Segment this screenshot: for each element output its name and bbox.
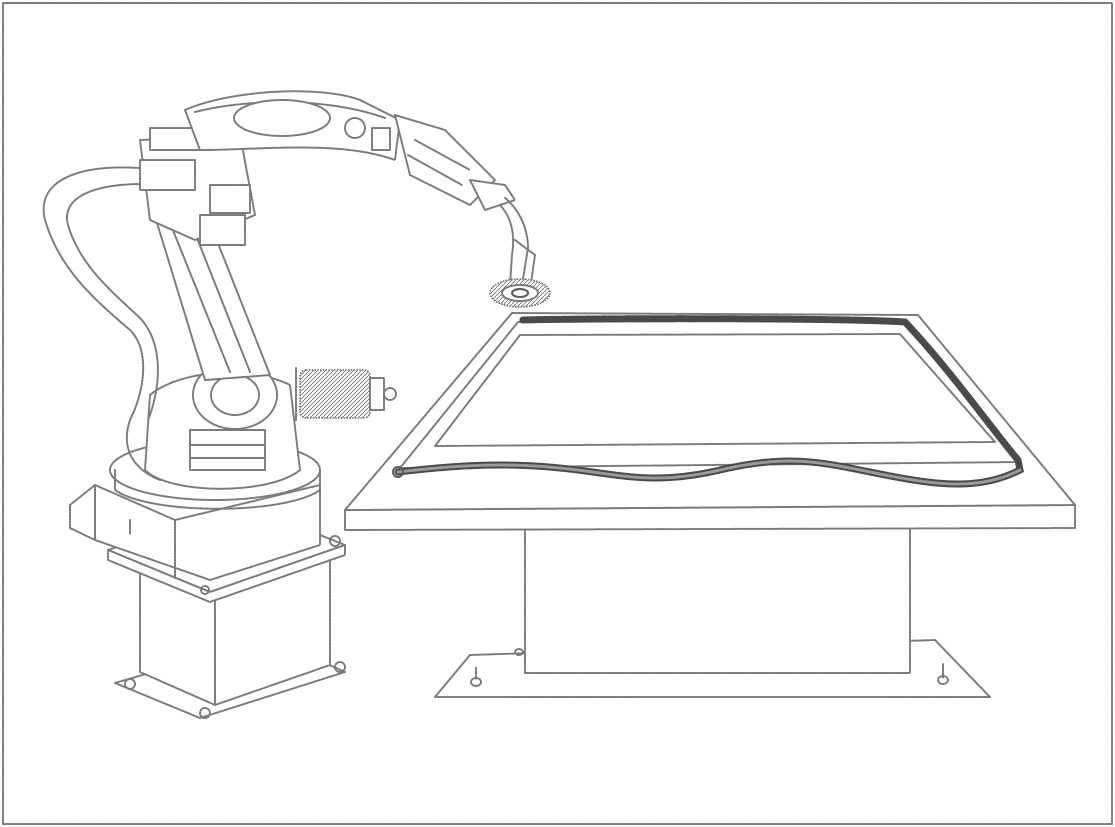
table-base-block (524, 527, 911, 674)
robot-upper-arm-recess (233, 99, 331, 137)
dispensing-nozzle (489, 278, 551, 308)
robot-elbow-block-1 (139, 159, 196, 191)
robot-waist-box (189, 429, 266, 471)
robot-turntable-skirt (114, 469, 321, 510)
robot-nozzle-bracket (514, 239, 536, 291)
nozzle-tip (510, 287, 530, 299)
robot-cable-inner (65, 183, 166, 421)
robot-axis-motor (299, 369, 371, 419)
robot-motor-shaft (383, 387, 397, 401)
robot-upper-arm-pin (344, 117, 366, 139)
robot-hose-2 (499, 204, 515, 286)
bead-end (391, 465, 405, 479)
robot-hose-1 (504, 197, 529, 286)
robot-wrist (469, 179, 516, 211)
sealant-bead-highlight (396, 459, 1022, 486)
pedestal-top-plate-edge (107, 544, 346, 603)
robot-base-side (69, 484, 96, 541)
panel-workpiece (391, 315, 1024, 488)
robot-arm (42, 90, 536, 581)
robot-motor-cap (369, 377, 385, 411)
robot-cable-outer (42, 166, 161, 481)
nozzle-ring (501, 284, 539, 302)
panel-inner-frame (434, 333, 996, 447)
robot-elbow-block-2 (209, 184, 251, 214)
table-bolts (470, 648, 949, 687)
robot-upper-arm-clamp (371, 127, 391, 151)
robot-elbow-block-3 (199, 214, 246, 246)
